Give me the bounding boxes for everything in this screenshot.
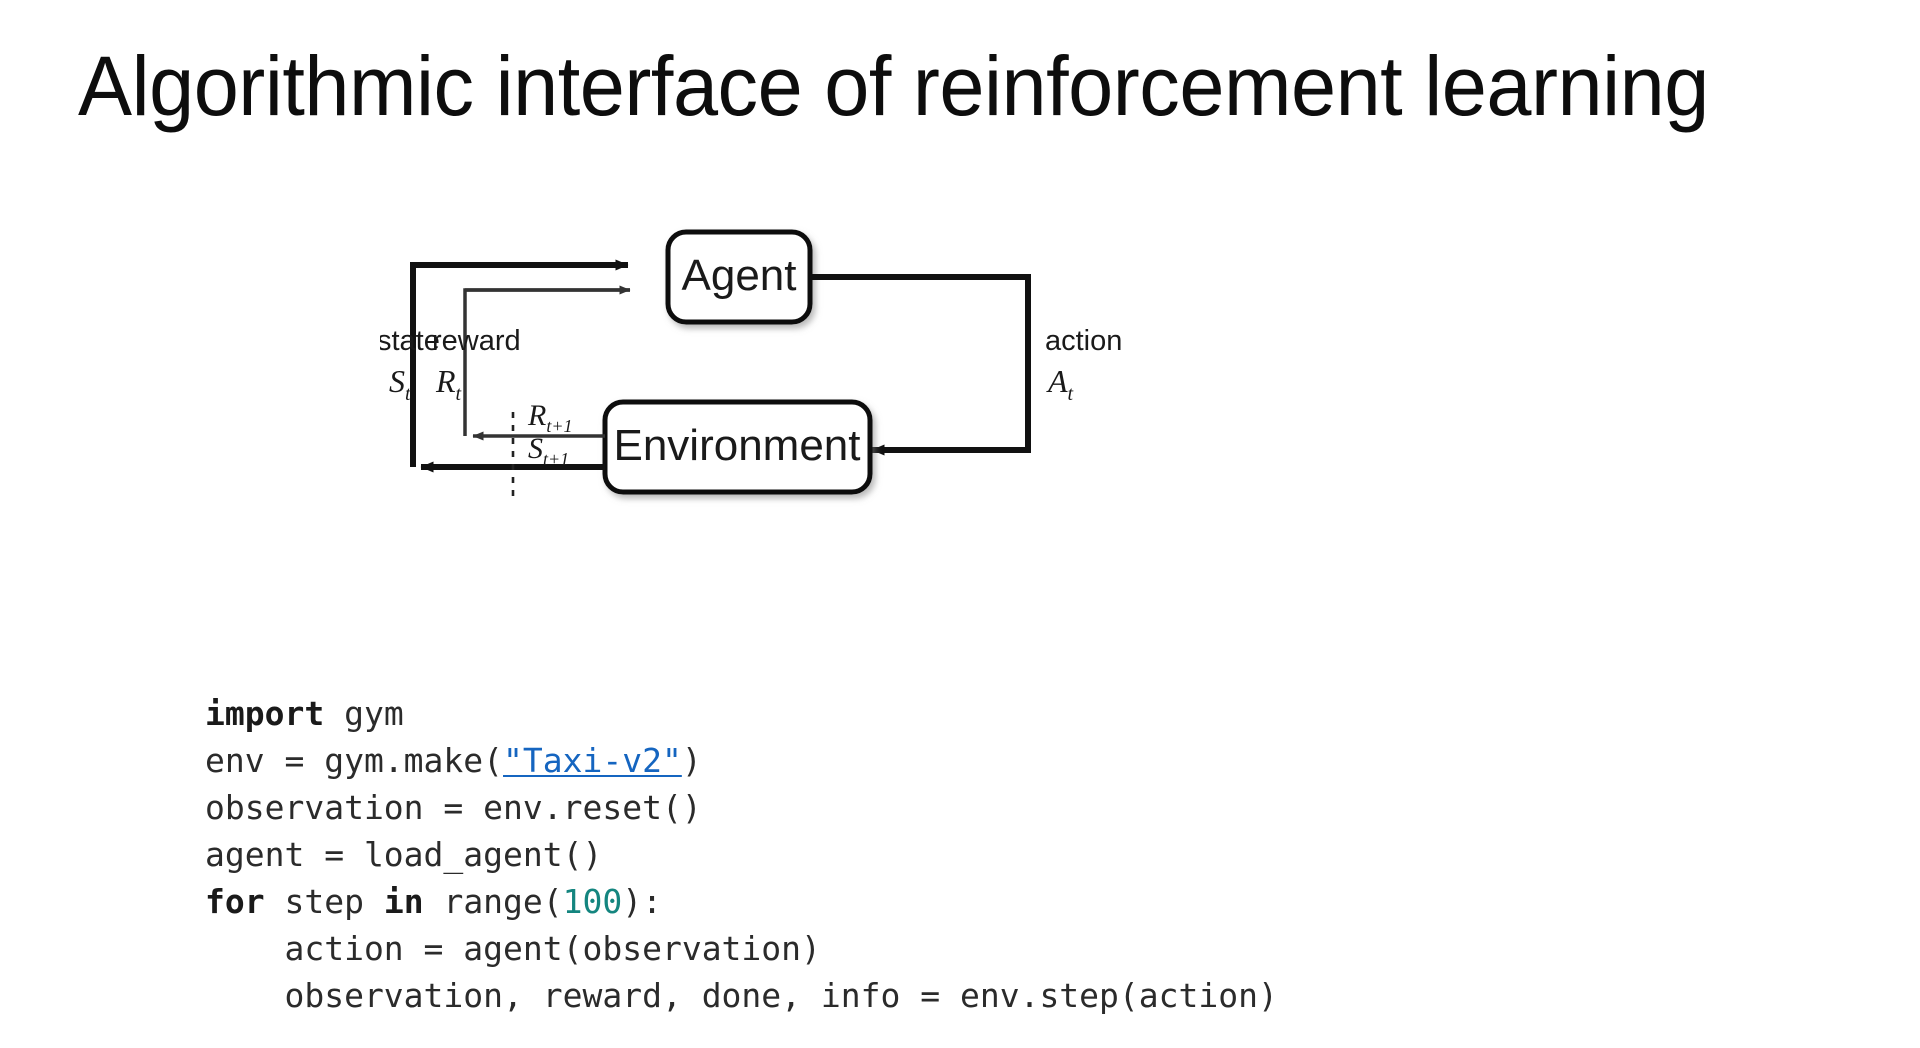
code-text: observation, reward, done, info = env.st… <box>205 976 1278 1015</box>
code-line: agent = load_agent() <box>205 831 1278 878</box>
code-number: 100 <box>562 882 623 921</box>
environment-node-label: Environment <box>613 421 860 470</box>
code-keyword: in <box>383 882 424 921</box>
code-line: import gym <box>205 690 1278 737</box>
state-next-subscript: t+1 <box>543 449 569 469</box>
action-symbol-subscript: t <box>1068 383 1074 405</box>
reward-next-symbol: Rt+1 <box>527 399 572 436</box>
state-symbol: St <box>389 363 411 405</box>
code-line: for step in range(100): <box>205 878 1278 925</box>
code-text: gym <box>324 694 404 733</box>
code-line: observation = env.reset() <box>205 784 1278 831</box>
code-text: agent = load_agent() <box>205 835 603 874</box>
page-title: Algorithmic interface of reinforcement l… <box>78 39 1709 133</box>
reward-symbol-subscript: t <box>456 383 462 405</box>
code-line: action = agent(observation) <box>205 925 1278 972</box>
code-keyword: import <box>205 694 325 733</box>
code-text: ): <box>622 882 663 921</box>
environment-node-box <box>602 399 873 495</box>
diagram-svg: Agent Environment state St reward Rt act… <box>380 229 1122 498</box>
code-text: action = agent(observation) <box>205 929 821 968</box>
code-text: ) <box>681 741 702 780</box>
action-label: action <box>1045 325 1122 357</box>
code-text: range( <box>423 882 563 921</box>
reward-label: reward <box>432 325 521 357</box>
agent-node-label: Agent <box>682 251 797 300</box>
code-line: observation, reward, done, info = env.st… <box>205 972 1278 1019</box>
code-line: env = gym.make("Taxi-v2") <box>205 737 1278 784</box>
code-text: env = gym.make( <box>205 741 504 780</box>
state-label: state <box>380 325 440 357</box>
action-symbol: At <box>1046 363 1074 405</box>
state-symbol-subscript: t <box>405 383 411 405</box>
reward-symbol: Rt <box>435 363 462 405</box>
agent-environment-diagram: Agent Environment state St reward Rt act… <box>380 220 1460 520</box>
env-id-link[interactable]: "Taxi-v2" <box>503 741 682 780</box>
reward-next-subscript: t+1 <box>546 416 572 436</box>
code-text: observation = env.reset() <box>205 788 702 827</box>
code-text: step <box>264 882 384 921</box>
code-keyword: for <box>205 882 265 921</box>
